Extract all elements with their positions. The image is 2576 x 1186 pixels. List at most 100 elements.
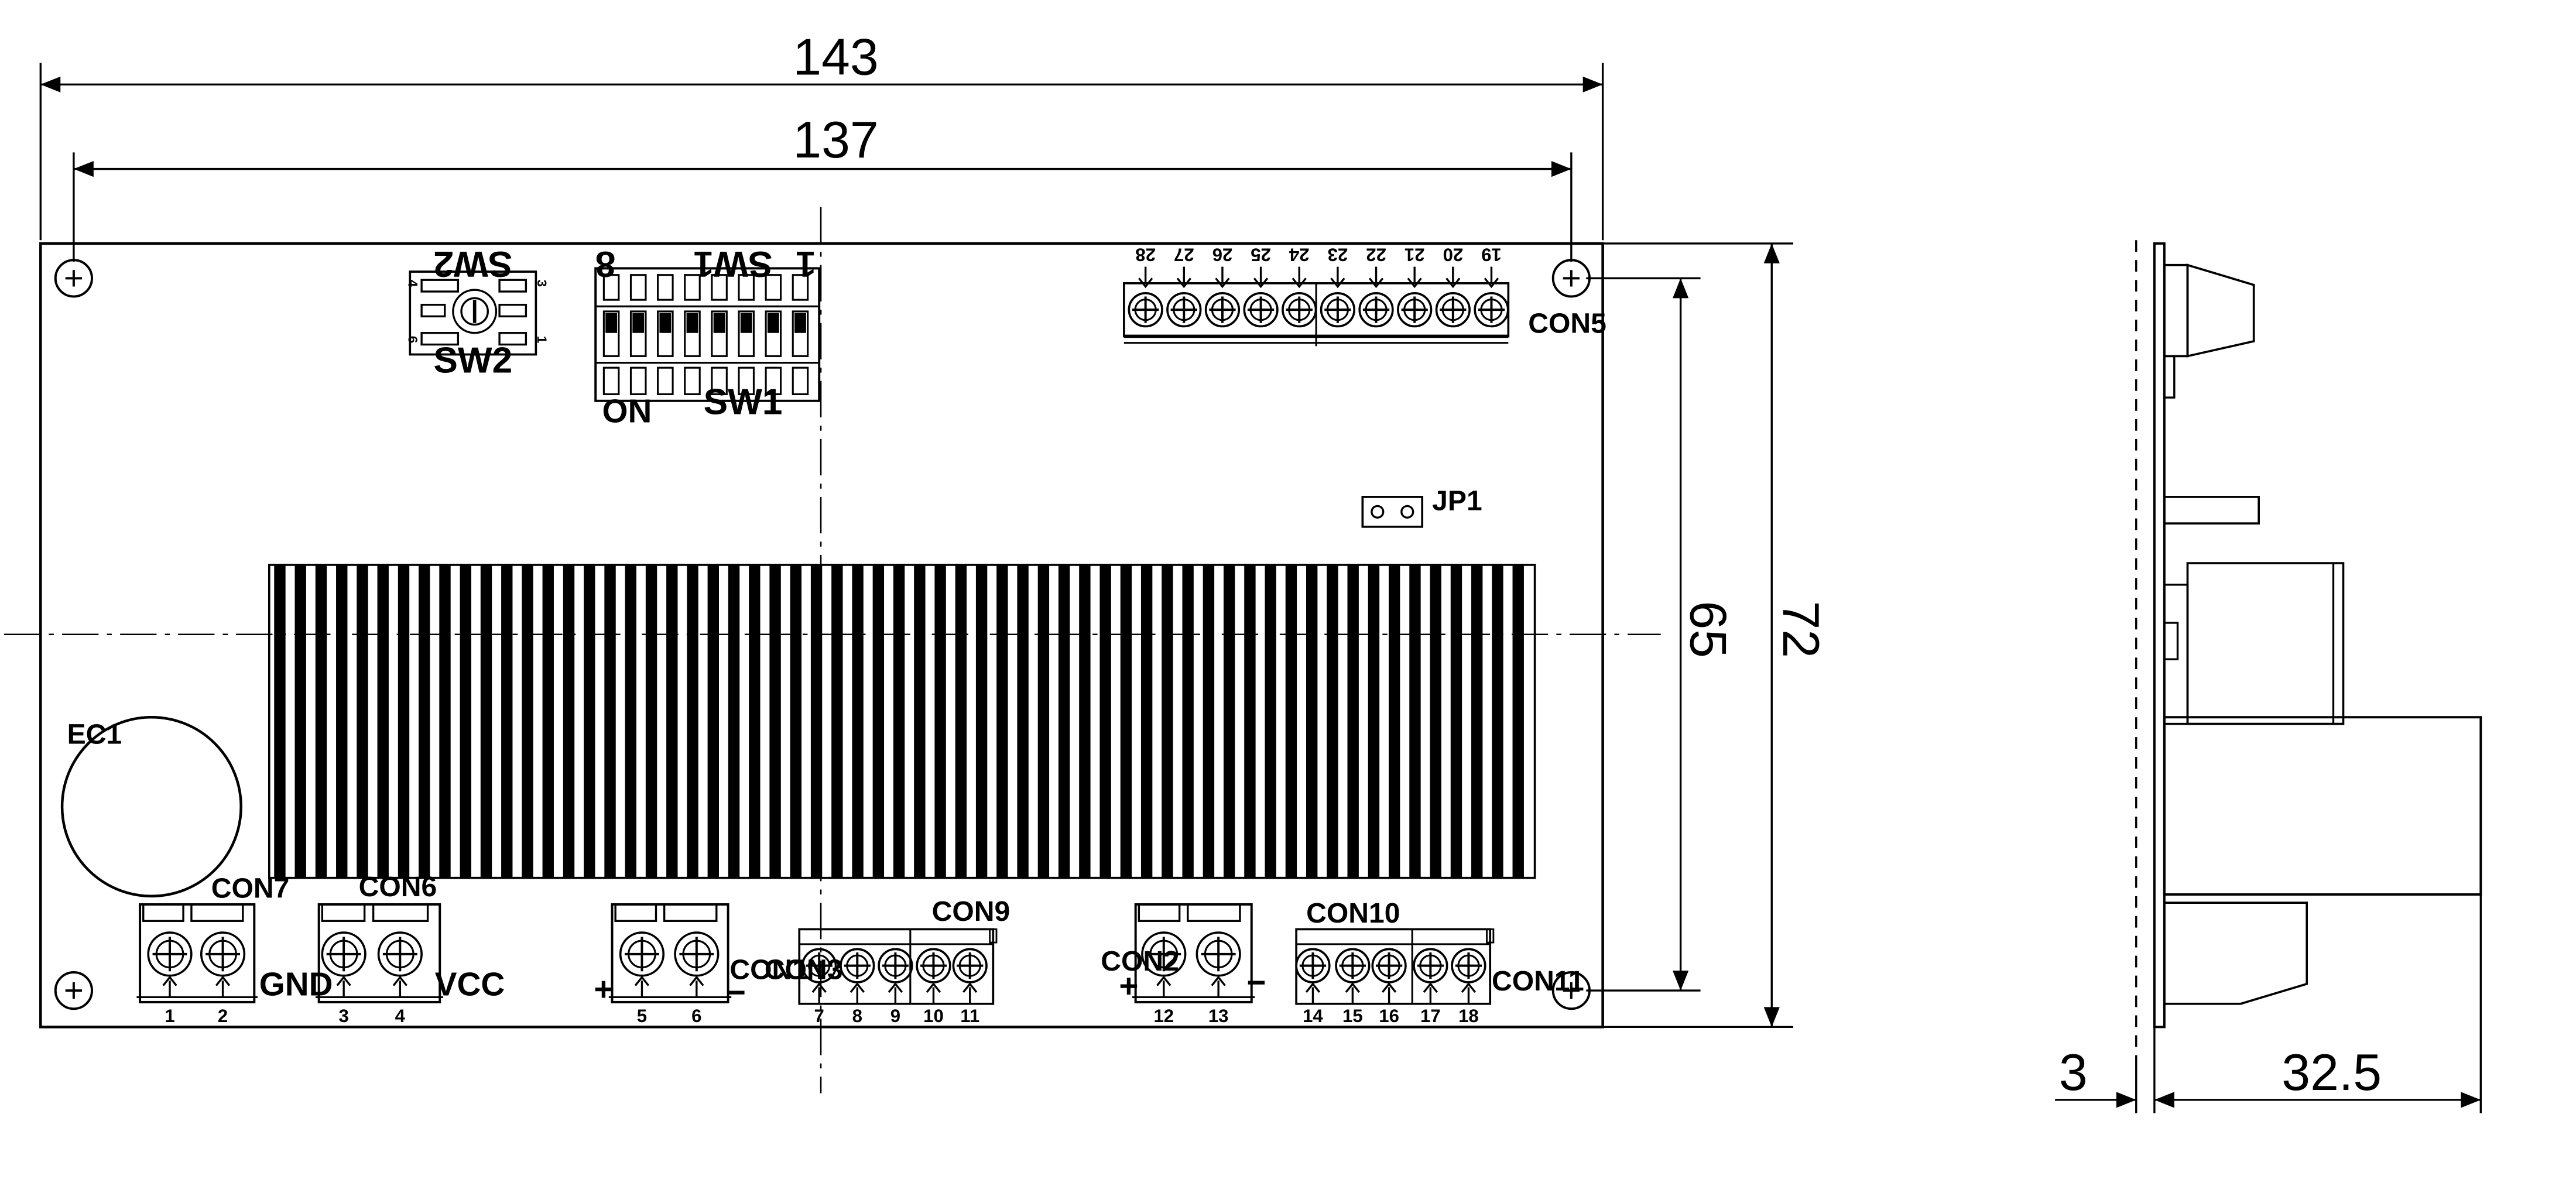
heat-sink-fin <box>1099 564 1111 878</box>
heat-sink-fin <box>914 564 926 878</box>
down-arrow-icon <box>1138 266 1153 289</box>
heat-sink-fin <box>1265 564 1276 878</box>
screw-terminal-icon <box>321 931 366 977</box>
screw-terminal-icon <box>1371 948 1407 983</box>
dimension-137-label: 137 <box>793 111 878 169</box>
heat-sink-fin <box>1203 564 1215 878</box>
sw1-pin-bottom <box>792 366 809 396</box>
sw1-pin-top <box>602 274 620 301</box>
gnd-label: GND <box>259 966 333 1003</box>
jp1-label: JP1 <box>1432 485 1482 517</box>
sw1-toggle <box>765 310 782 357</box>
dimension-3-label: 3 <box>2059 1044 2088 1101</box>
heat-sink-fin <box>1306 564 1318 878</box>
screw-terminal-icon <box>1166 292 1202 328</box>
heat-sink-fin <box>728 564 740 878</box>
terminal-number: 27 <box>1174 244 1194 265</box>
terminal-number: 17 <box>1420 1006 1441 1026</box>
sw1-pin-top <box>765 274 782 301</box>
up-arrow-icon <box>336 975 351 998</box>
terminal-number: 8 <box>852 1006 862 1026</box>
up-arrow-icon <box>811 982 827 1004</box>
heat-sink-fin <box>790 564 802 878</box>
down-arrow-icon <box>1292 266 1307 289</box>
sw1-pin-top <box>684 274 701 301</box>
up-arrow-icon <box>634 975 650 998</box>
sw1-pin-bottom <box>738 366 755 396</box>
heat-sink-fin <box>955 564 967 878</box>
terminal-number: 11 <box>960 1006 979 1026</box>
up-arrow-icon <box>849 982 865 1004</box>
screw-terminal-icon <box>1141 931 1187 977</box>
heat-sink-fin <box>687 564 698 878</box>
minus-sign-con2: − <box>1246 964 1266 1001</box>
sw1-toggle <box>738 310 755 357</box>
terminal-number: 6 <box>691 1006 701 1026</box>
heat-sink-fin <box>1285 564 1297 878</box>
heat-sink-fin <box>563 564 575 878</box>
terminal-number: 24 <box>1289 244 1309 265</box>
dimension-72: 72 <box>1602 242 1830 1029</box>
screw-terminal-icon <box>1335 948 1371 983</box>
heat-sink-fin <box>666 564 678 878</box>
screw-terminal-icon <box>200 931 246 977</box>
screw-terminal-icon <box>1204 292 1241 328</box>
up-arrow-icon <box>962 982 978 1004</box>
con7-label: CON7 <box>211 873 290 904</box>
dimension-65-label: 65 <box>1680 601 1737 658</box>
heat-sink-fin <box>460 564 471 878</box>
screw-terminal-icon <box>1320 292 1356 328</box>
terminal-number: 3 <box>338 1006 348 1026</box>
heat-sink-fin <box>810 564 823 878</box>
heat-sink-fin <box>274 564 286 878</box>
screw-terminal-icon <box>1397 292 1433 328</box>
heat-sink-fin <box>1409 564 1421 878</box>
con2-label: CON2 <box>1101 945 1179 977</box>
heat-sink-fin <box>852 564 864 878</box>
screw-terminal-icon <box>916 948 951 983</box>
heat-sink-fin <box>831 564 843 878</box>
sw1-label-top: SW1 <box>694 244 773 284</box>
terminal-number: 16 <box>1379 1006 1399 1026</box>
side-view: 3 32.5 <box>2055 240 2482 1113</box>
heat-sink-fin <box>975 564 988 878</box>
ec1-label: EC1 <box>67 718 122 750</box>
con1-label: CON1 <box>729 954 808 985</box>
sw1-pin-bottom <box>657 366 674 396</box>
terminal-number: 22 <box>1366 244 1386 265</box>
dimension-137: 137 <box>73 111 1573 262</box>
jp1-jumper: JP1 <box>1361 485 1482 528</box>
up-arrow-icon <box>215 975 231 998</box>
heat-sink-fin <box>1162 564 1173 878</box>
screw-terminal-icon <box>377 931 423 977</box>
plus-sign-con2: + <box>1119 967 1138 1004</box>
sw1-toggle <box>629 310 647 357</box>
sw1-body <box>594 267 821 402</box>
terminal-number: 23 <box>1328 244 1348 265</box>
heat-sink-fin <box>1347 564 1359 878</box>
pcb-outline <box>39 242 1604 1029</box>
sw1-toggle <box>684 310 701 357</box>
terminal-number: 14 <box>1303 1006 1323 1026</box>
up-arrow-icon <box>1381 982 1397 1004</box>
heat-sink-fin <box>1244 564 1256 878</box>
terminal-number: 1 <box>165 1006 174 1026</box>
heat-sink-fin <box>398 564 410 878</box>
heat-sink-fin <box>1450 564 1462 878</box>
up-arrow-icon <box>689 975 704 998</box>
terminal-number: 12 <box>1153 1006 1174 1026</box>
heat-sink-fin <box>584 564 595 878</box>
sw1-toggle <box>602 310 620 357</box>
screw-terminal-icon <box>1358 292 1394 328</box>
heat-sink-fin <box>1037 564 1050 878</box>
heat-sink <box>268 564 1536 879</box>
terminal-number: 2 <box>218 1006 228 1026</box>
up-arrow-icon <box>926 982 941 1004</box>
sw1-pin-last: 8 <box>595 244 616 284</box>
screw-terminal-icon <box>1295 948 1331 983</box>
down-arrow-icon <box>1215 266 1230 289</box>
